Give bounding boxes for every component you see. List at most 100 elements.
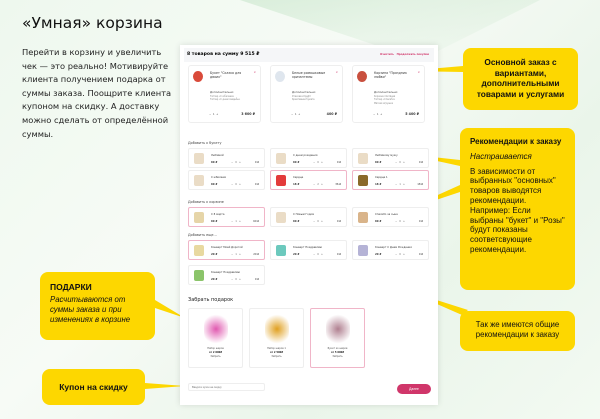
addon-name: Конверт Моей Дорогой (211, 246, 243, 249)
addon-image (358, 153, 368, 164)
product-price: 3 600 ₽ (241, 112, 255, 116)
quantity-stepper[interactable]: − 1 + (373, 113, 383, 116)
addon-image (358, 175, 368, 186)
cart-item: Букет "Сказка для двоих"×Дополнительно:Т… (188, 65, 261, 123)
quantity-stepper[interactable]: − 1 + (291, 113, 301, 116)
addon-item[interactable]: Конверт Поздравляю 20 ₽ −0+ 0 ₽ (270, 240, 347, 260)
quantity-stepper[interactable]: −0+ (395, 220, 408, 223)
quantity-stepper[interactable]: −1+ (231, 253, 244, 256)
gift-take-link[interactable]: Забрать (210, 355, 221, 358)
extra-item: Топпер «С днем свадьбы» (210, 98, 241, 102)
remove-icon[interactable]: × (417, 70, 420, 74)
addon-total: 0 ₽ (254, 183, 259, 186)
cart-item: Корзина "Праздник любви"×Дополнительно:К… (352, 65, 425, 123)
quantity-stepper[interactable]: − 1 + (209, 113, 219, 116)
quantity-stepper[interactable]: −0+ (313, 253, 326, 256)
addon-price: 60 ₽ (375, 161, 382, 164)
quantity-stepper[interactable]: −0+ (313, 161, 326, 164)
gifts-title: Забрать подарок (188, 297, 234, 303)
addon-name: Конверт Поздравляю (293, 246, 323, 249)
addon-name: С 8 марта (211, 213, 225, 216)
quantity-value: 2 (317, 183, 321, 186)
gift-take-link[interactable]: Забрать (332, 355, 343, 358)
quantity-stepper[interactable]: −0+ (231, 183, 244, 186)
extras-list: Топпер «С юбилеем»Топпер «С днем свадьбы… (210, 95, 240, 102)
quantity-stepper[interactable]: −0+ (313, 220, 326, 223)
quantity-stepper[interactable]: −0+ (231, 161, 244, 164)
remove-icon[interactable]: × (335, 70, 338, 74)
quantity-stepper[interactable]: −1+ (231, 220, 244, 223)
quantity-stepper[interactable]: −1+ (395, 183, 408, 186)
addon-name: Сердце (293, 176, 304, 179)
quantity-stepper[interactable]: −0+ (231, 278, 244, 281)
callout-coupon-text: Купон на скидку (59, 382, 128, 392)
quantity-value: 1 (212, 113, 215, 116)
quantity-value: 1 (235, 253, 239, 256)
addon-price: 60 ₽ (211, 161, 218, 164)
clear-cart-link[interactable]: Очистить (380, 53, 394, 56)
callout-gifts: ПОДАРКИ Расчитываются от суммы заказа и … (40, 272, 155, 340)
gift-image (264, 314, 289, 344)
addon-total: 0 ₽ (418, 220, 423, 223)
callout-rec-sub: Настраивается (470, 151, 532, 161)
addon-image (276, 212, 286, 223)
gift-threshold: от 2 500₽ (269, 351, 283, 354)
gift-image (325, 314, 350, 344)
gift-name: Набор шаров 1 (267, 347, 286, 350)
addon-total: 0 ₽ (336, 253, 341, 256)
product-name: Корзина "Праздник любви" (374, 71, 407, 79)
callout-recommendations: Рекомендации к заказу Настраивается В за… (460, 128, 575, 290)
addon-name: С юбилеем (211, 176, 226, 179)
addon-price: 60 ₽ (293, 220, 300, 223)
extra-item: Топпер «С юбилеем» (210, 95, 235, 98)
gift-name: Набор шаров (207, 347, 224, 350)
addon-item[interactable]: С днем рождения 60 ₽ −0+ 0 ₽ (270, 148, 347, 168)
remove-icon[interactable]: × (253, 70, 256, 74)
cart-item: Белые ромашковые хризантемы×Дополнительн… (270, 65, 343, 123)
quantity-value: 0 (317, 253, 321, 256)
callout-common-recs: Так же имеются общие рекомендации к зака… (460, 311, 575, 351)
quantity-stepper[interactable]: −0+ (395, 161, 408, 164)
coupon-input[interactable] (188, 383, 265, 391)
continue-shopping-link[interactable]: Продолжить покупки (396, 53, 429, 56)
product-name: Букет "Сказка для двоих" (210, 71, 242, 79)
quantity-value: 1 (376, 113, 379, 116)
cart-screenshot: 8 товаров на сумму 9 515 ₽ Очистить Прод… (180, 45, 438, 405)
addon-price: 20 ₽ (293, 253, 300, 256)
addon-total: 0 ₽ (418, 161, 423, 164)
section-title: Добавить еще... (188, 233, 217, 237)
quantity-stepper[interactable]: −2+ (313, 183, 326, 186)
addon-price: 60 ₽ (293, 161, 300, 164)
extra-item: Топпер «Спасибо» (374, 98, 396, 102)
addon-total: 60 ₽ (253, 220, 259, 223)
addon-name: С днем рождения (293, 154, 318, 157)
addon-total: 0 ₽ (336, 161, 341, 164)
addon-image (194, 153, 204, 164)
addon-total: 18 ₽ (417, 183, 423, 186)
next-button[interactable]: Далее (397, 384, 431, 394)
addon-image (358, 212, 368, 223)
addon-price: 60 ₽ (375, 220, 382, 223)
product-image (357, 71, 367, 82)
product-image (193, 71, 203, 82)
addon-image (194, 175, 204, 186)
gift-threshold: от 5 000₽ (330, 351, 344, 354)
gift-take-link[interactable]: Забрать (271, 355, 282, 358)
quantity-stepper[interactable]: −0+ (395, 253, 408, 256)
addon-price: 20 ₽ (375, 253, 382, 256)
